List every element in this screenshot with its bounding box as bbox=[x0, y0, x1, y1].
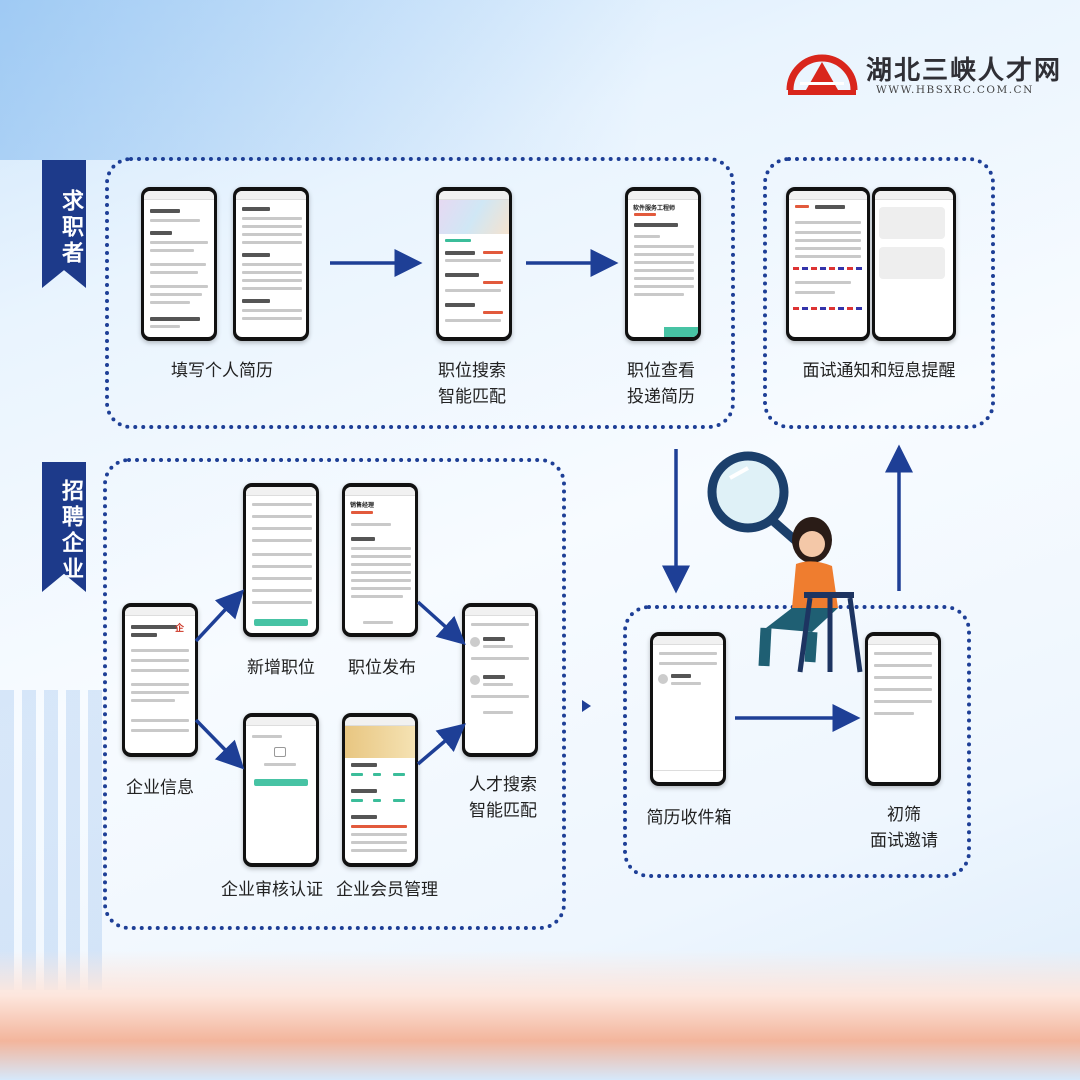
phone-resume-2 bbox=[233, 187, 309, 341]
label-member-mgmt: 企业会员管理 bbox=[336, 880, 438, 900]
brand-name: 湖北三峡人才网 bbox=[866, 56, 1063, 86]
label-job-view-2: 投递简历 bbox=[627, 387, 695, 407]
label-interview-notice: 面试通知和短息提醒 bbox=[802, 361, 956, 381]
phone-position-publish: 销售经理 bbox=[342, 483, 418, 637]
phone-company-review bbox=[243, 713, 319, 867]
label-inbox: 简历收件箱 bbox=[646, 808, 732, 828]
logo-icon bbox=[786, 54, 858, 95]
phone-member-mgmt bbox=[342, 713, 418, 867]
enterprise-section-tag: 招聘企业 bbox=[42, 462, 86, 592]
label-screening-2: 面试邀请 bbox=[870, 831, 938, 851]
brand-url: WWW.HBSXRC.COM.CN bbox=[876, 84, 1034, 96]
phone-resume-inbox bbox=[650, 632, 726, 786]
label-company-info: 企业信息 bbox=[126, 778, 194, 798]
enterprise-flow-box bbox=[103, 458, 566, 930]
label-new-position: 新增职位 bbox=[247, 658, 315, 678]
seeker-flow-box bbox=[105, 157, 735, 429]
label-job-search-1: 职位搜索 bbox=[438, 361, 506, 381]
woman-magnifier-illustration bbox=[707, 451, 863, 673]
label-talent-search-1: 人才搜索 bbox=[469, 775, 537, 795]
phone-job-detail: 软件服务工程师 bbox=[625, 187, 701, 341]
phone-company-info: 企 bbox=[122, 603, 198, 757]
phone-interview-1 bbox=[786, 187, 870, 341]
background-bottom-wave bbox=[0, 950, 1080, 1080]
label-talent-search-2: 智能匹配 bbox=[469, 801, 537, 821]
sales-manager-title: 销售经理 bbox=[350, 502, 375, 509]
label-job-search-2: 智能匹配 bbox=[438, 387, 506, 407]
brand-logo: 湖北三峡人才网 WWW.HBSXRC.COM.CN bbox=[786, 44, 1060, 100]
background-top-glow bbox=[0, 0, 1080, 160]
phone-interview-sms bbox=[872, 187, 956, 341]
interview-notice-box bbox=[763, 157, 995, 429]
phone-new-position bbox=[243, 483, 319, 637]
label-job-view-1: 职位查看 bbox=[627, 361, 695, 381]
phone-talent-search bbox=[462, 603, 538, 757]
label-position-publish: 职位发布 bbox=[348, 658, 416, 678]
background-city-silhouette bbox=[0, 690, 110, 990]
seeker-section-tag: 求职者 bbox=[42, 160, 86, 288]
phone-job-search bbox=[436, 187, 512, 341]
label-resume: 填写个人简历 bbox=[171, 361, 273, 381]
job-detail-title: 软件服务工程师 bbox=[633, 205, 676, 212]
arrow-enterprise-to-inbox bbox=[582, 700, 591, 712]
label-screening-1: 初筛 bbox=[887, 805, 921, 825]
label-company-review: 企业审核认证 bbox=[221, 880, 323, 900]
phone-resume-1 bbox=[141, 187, 217, 341]
phone-screening bbox=[865, 632, 941, 786]
